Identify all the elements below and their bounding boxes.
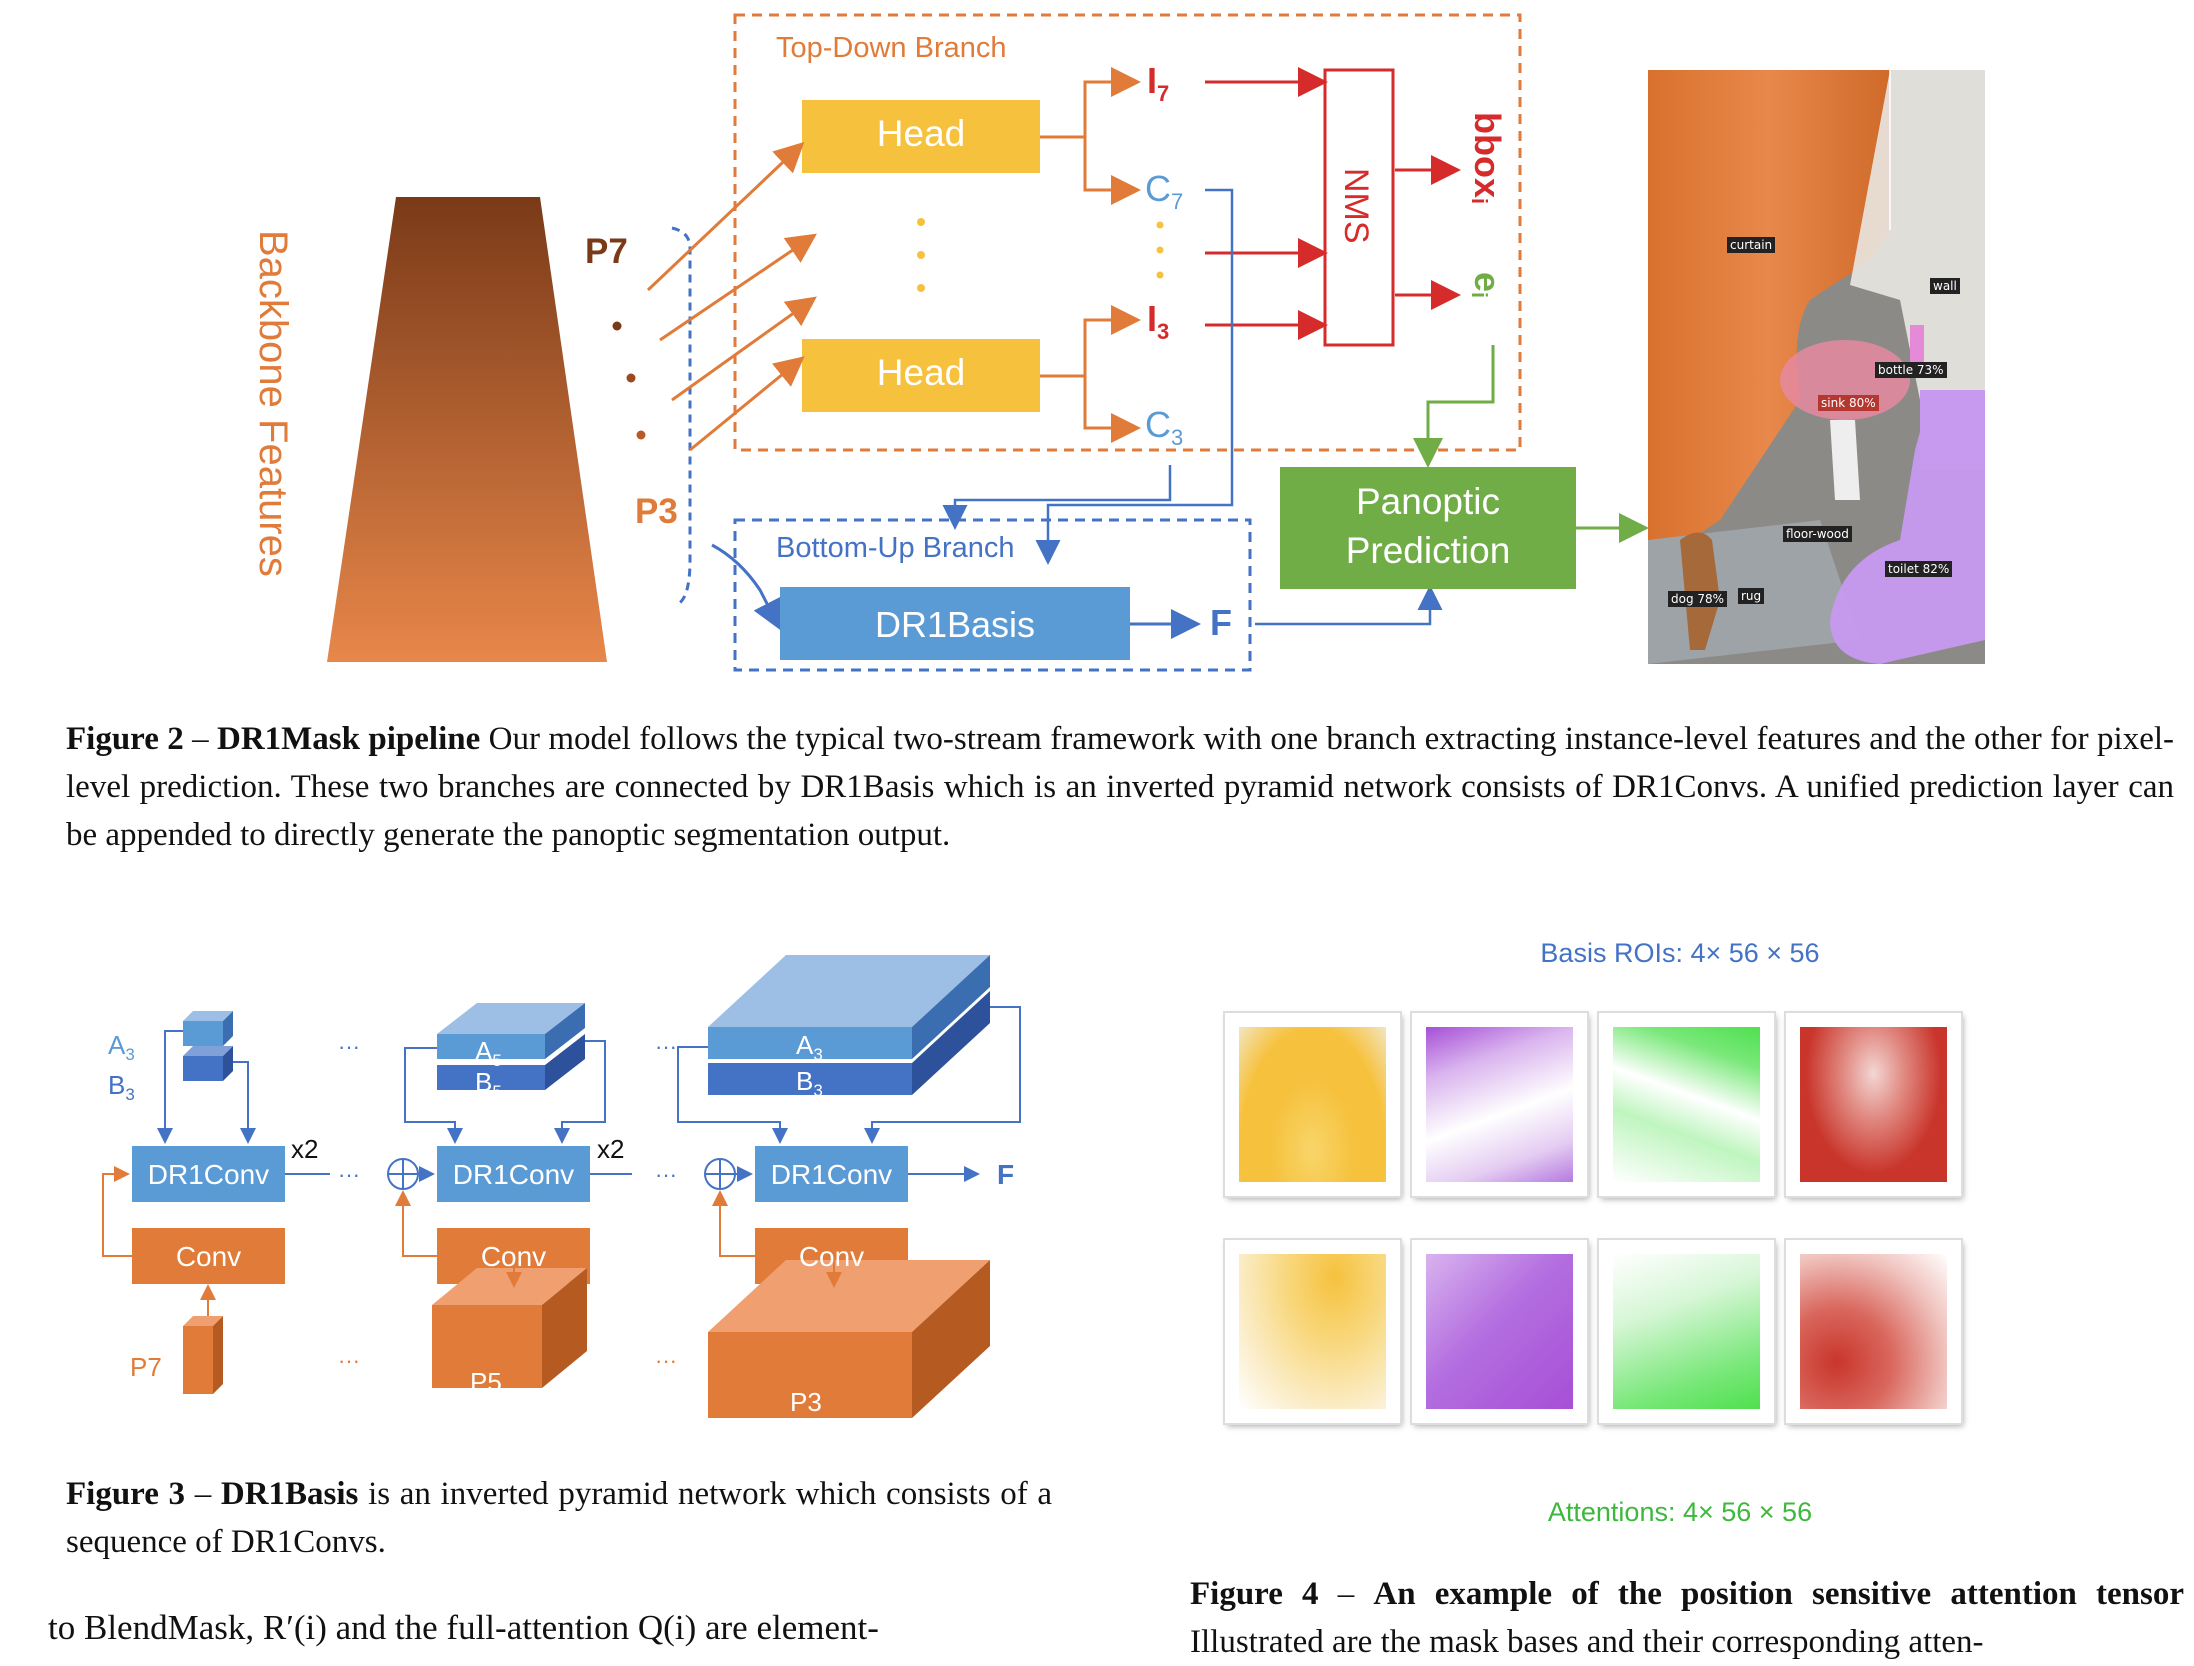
- photo-label-sink: sink 80%: [1818, 395, 1879, 411]
- photo-label-bottle: bottle 73%: [1875, 362, 1947, 378]
- figure-3-diagram: [102, 955, 1021, 1418]
- x2-label-2: x2: [597, 1134, 625, 1164]
- photo-label-rug: rug: [1738, 588, 1765, 604]
- figure-2-diagram: [327, 13, 1985, 672]
- panoptic-label-1: Panoptic: [1356, 481, 1500, 522]
- a5-label: A5: [475, 1036, 502, 1071]
- panoptic-box: [1280, 467, 1576, 589]
- ellipsis-bot-1: ···: [338, 1348, 360, 1373]
- conv-label-2: Conv: [480, 1241, 547, 1272]
- bbox-label: bboxi: [1467, 112, 1509, 205]
- body-text-line: to BlendMask, R′(i) and the full-attenti…: [48, 1608, 879, 1647]
- backbone-shape: [327, 197, 607, 662]
- nms-label: NMS: [1337, 168, 1375, 244]
- basis-rois-label: Basis ROIs: 4× 56 × 56: [1540, 938, 1820, 968]
- c7-label: C7: [1145, 168, 1184, 215]
- i7-label: I7: [1147, 60, 1170, 107]
- attentions-label: Attentions: 4× 56 × 56: [1547, 1497, 1813, 1527]
- attention-tile-4: [1786, 1240, 1961, 1423]
- conv-box-1: [132, 1228, 285, 1284]
- panoptic-label-2: Prediction: [1345, 530, 1511, 571]
- conv-label-1: Conv: [175, 1241, 242, 1272]
- figure-2-caption: Figure 2 – DR1Mask pipeline Our model fo…: [66, 721, 2174, 853]
- top-down-branch-label: Top-Down Branch: [776, 32, 1007, 64]
- dr1conv-box-2: [437, 1146, 590, 1202]
- dr1conv-box-3: [755, 1146, 908, 1202]
- dr1conv-label-3: DR1Conv: [770, 1159, 893, 1190]
- dr1conv-label-1: DR1Conv: [147, 1159, 270, 1190]
- figure-3-caption: Figure 3 – DR1Basis is an inverted pyram…: [66, 1476, 1053, 1560]
- b5-label: B5: [475, 1067, 502, 1102]
- photo-label-curtain: curtain: [1727, 237, 1776, 253]
- figure-3: A3 B3 A5 B5 A3 B3 DR1Conv DR1Conv DR1Con…: [0, 930, 1080, 1560]
- p3-label: P3: [635, 492, 678, 531]
- backbone-features-label: Backbone Features: [251, 230, 295, 577]
- basis-tile-3: [1599, 1013, 1774, 1196]
- basis-tile-2: [1412, 1013, 1587, 1196]
- p3-label-large: P3: [790, 1387, 822, 1417]
- head-box-bottom: [802, 339, 1040, 412]
- ellipsis-mid-1: ···: [338, 1162, 360, 1187]
- bottom-up-branch-label: Bottom-Up Branch: [776, 532, 1015, 564]
- b3-small-label: B3: [108, 1070, 135, 1105]
- e-label: ei: [1467, 272, 1509, 299]
- figure-2: Top-Down Branch Bottom-Up Branch Backbon…: [0, 0, 2194, 853]
- photo-label-wall: wall: [1930, 278, 1960, 294]
- x2-label-1: x2: [291, 1134, 319, 1164]
- f-label: F: [1210, 602, 1232, 643]
- figure-4: Basis ROIs: 4× 56 × 56 Attentions: 4× 56…: [1180, 930, 2184, 1660]
- b3-large-label: B3: [796, 1066, 823, 1101]
- photo-label-dog: dog 78%: [1668, 591, 1728, 607]
- f-output-label: F: [997, 1159, 1015, 1190]
- dr1basis-label: DR1Basis: [874, 604, 1036, 645]
- attention-tile-2: [1412, 1240, 1587, 1423]
- ellipsis-top-2: ···: [655, 1034, 677, 1059]
- segmentation-photo: [1648, 70, 1985, 664]
- attention-tile-3: [1599, 1240, 1774, 1423]
- i3-label: I3: [1147, 298, 1170, 345]
- ellipsis-mid-2: ···: [655, 1162, 677, 1187]
- p7-label: P7: [585, 232, 628, 271]
- basis-tile-1: [1225, 1013, 1400, 1196]
- head-box-top: [802, 100, 1040, 173]
- conv-label-3: Conv: [798, 1241, 865, 1272]
- photo-label-floor: floor-wood: [1783, 526, 1852, 542]
- attention-tile-1: [1225, 1240, 1400, 1423]
- a3-large-label: A3: [796, 1030, 823, 1065]
- figure-4-caption: Figure 4 – An example of the position se…: [1190, 1576, 2184, 1660]
- dr1basis-box: [780, 587, 1130, 660]
- ellipsis-bot-2: ···: [655, 1348, 677, 1373]
- c3-label: C3: [1145, 404, 1184, 451]
- p5-label: P5: [470, 1367, 502, 1397]
- a3-small-label: A3: [108, 1030, 135, 1065]
- dr1conv-box-1: [132, 1146, 285, 1202]
- basis-tile-4: [1786, 1013, 1961, 1196]
- head-label-bottom: Head: [876, 352, 966, 393]
- nms-box: [1323, 68, 1395, 347]
- p7-label-small: P7: [130, 1352, 162, 1382]
- photo-label-toilet: toilet 82%: [1885, 561, 1953, 577]
- head-label-top: Head: [876, 113, 966, 154]
- dr1conv-label-2: DR1Conv: [452, 1159, 575, 1190]
- ellipsis-top-1: ···: [338, 1034, 360, 1059]
